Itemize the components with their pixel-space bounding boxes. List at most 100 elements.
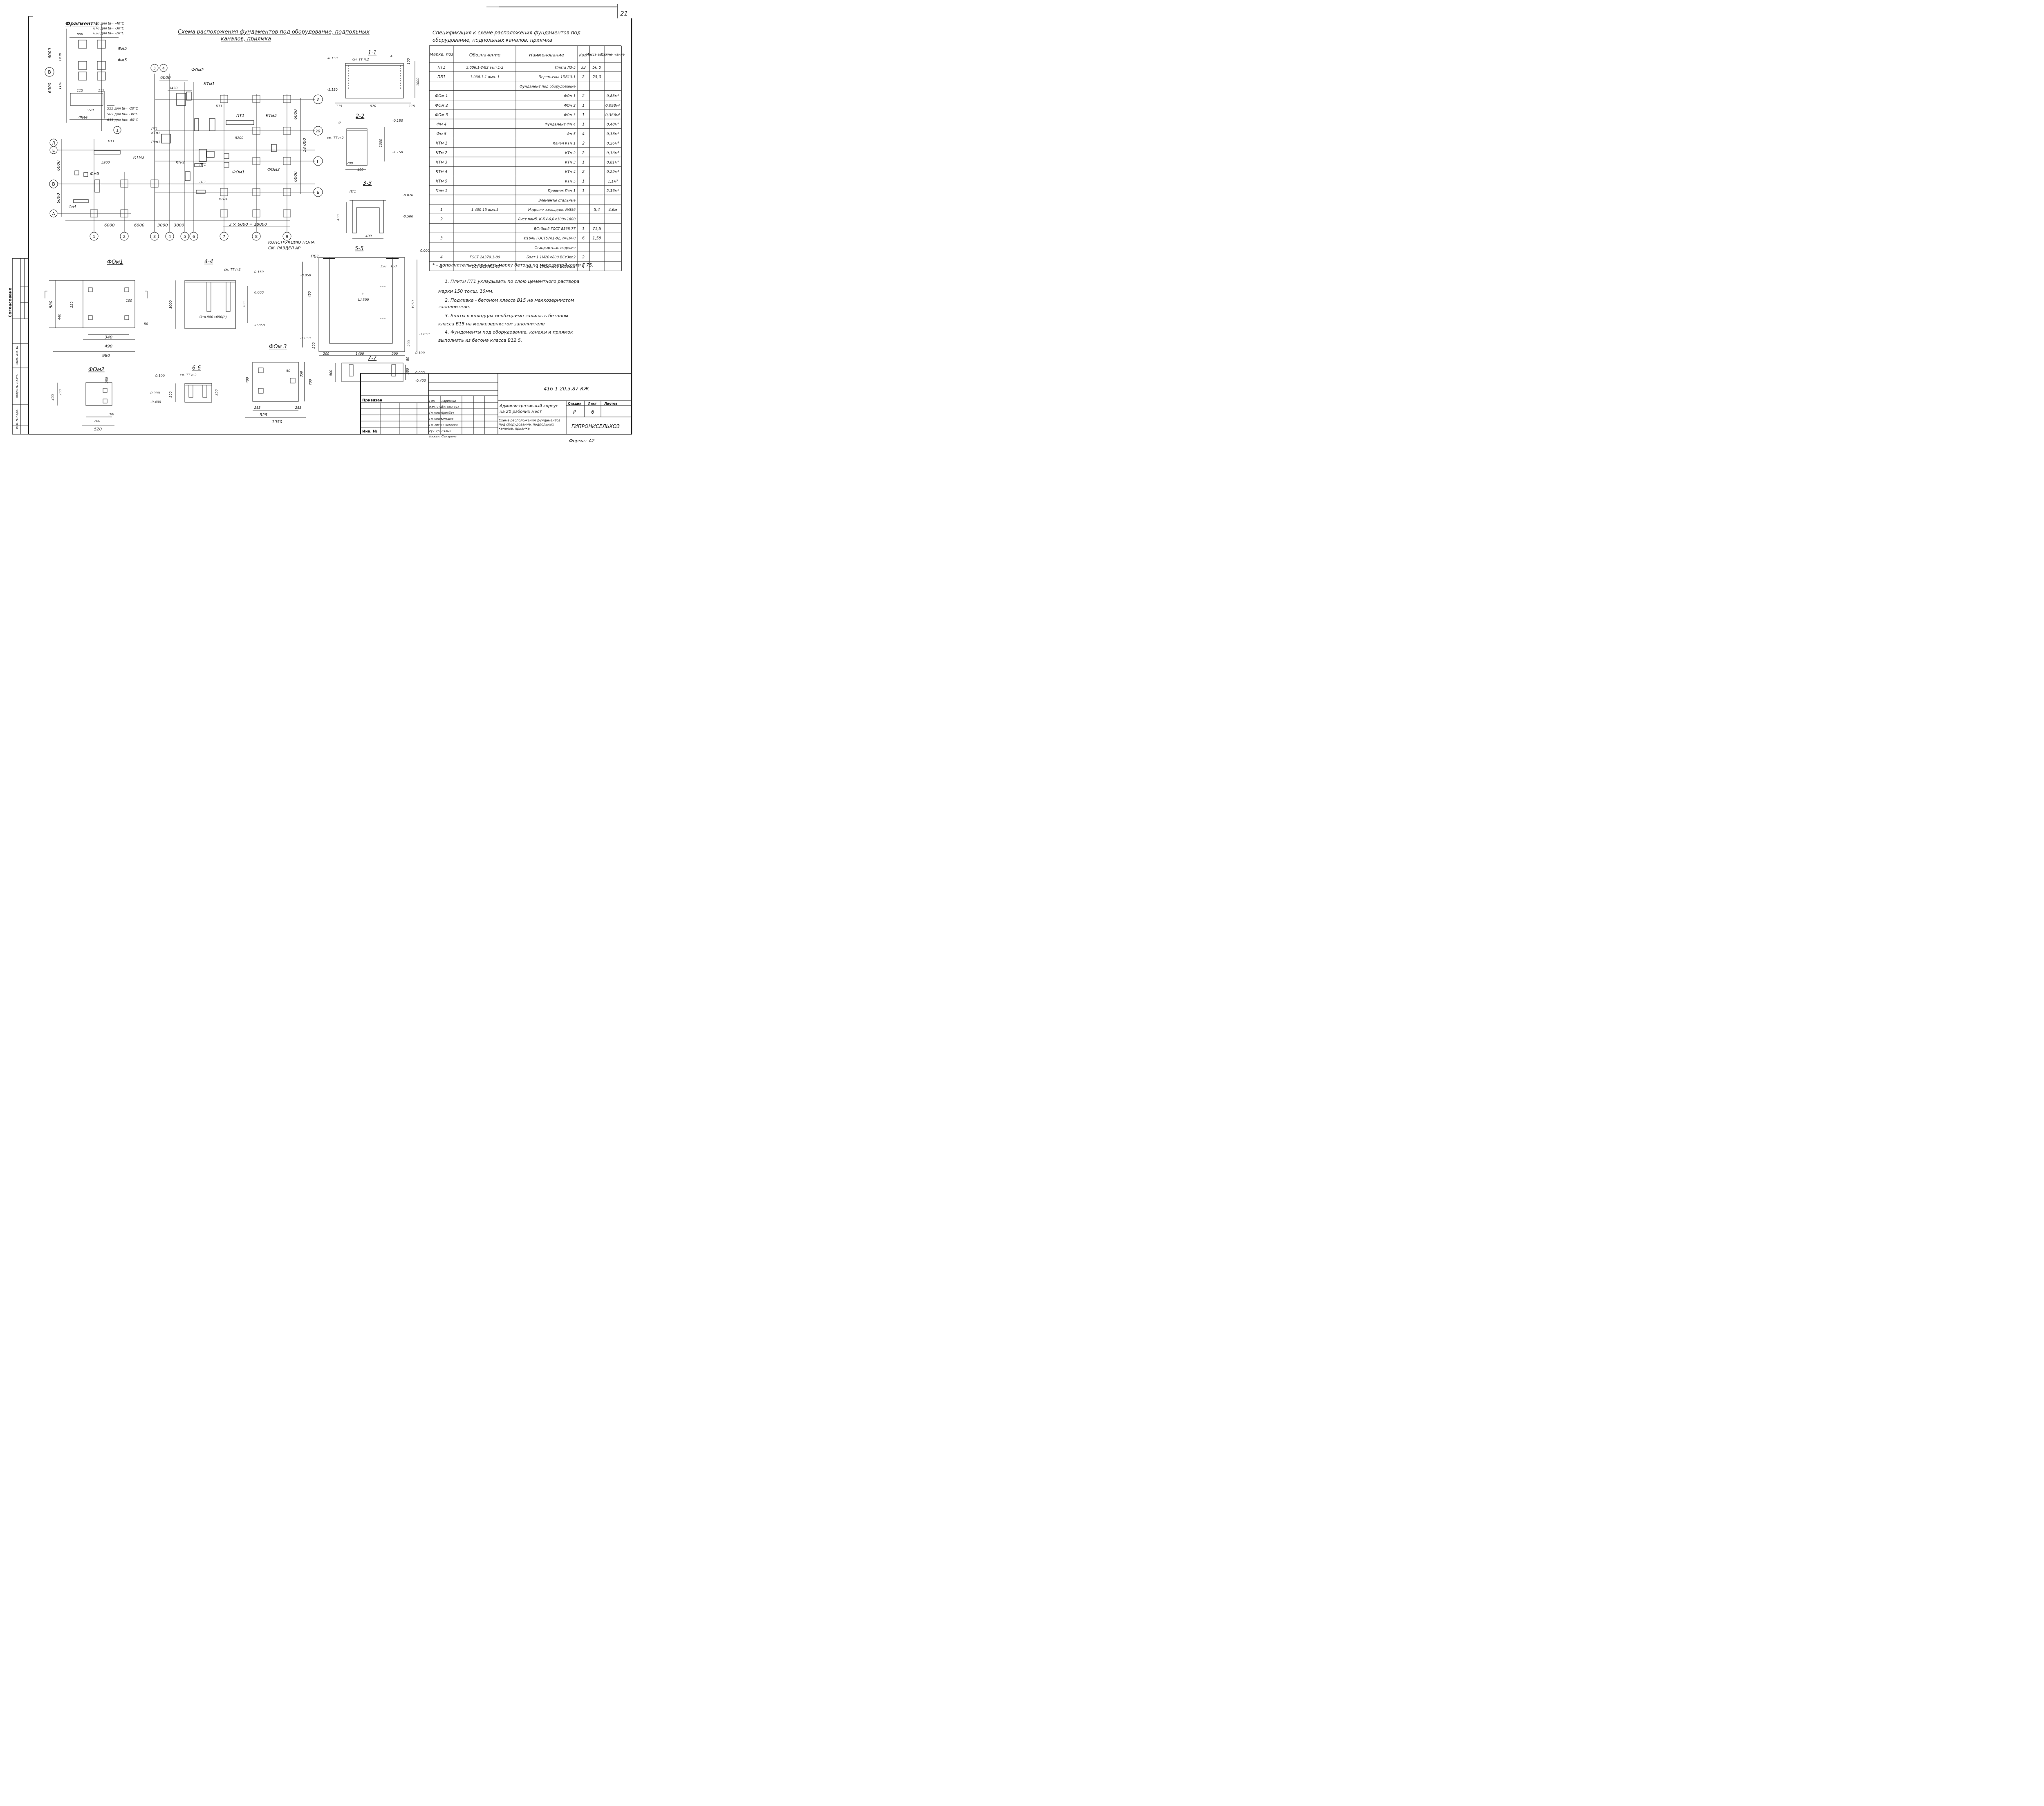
role-1: Нач. отд. <box>429 405 443 408</box>
main-title-line-1: Схема расположения фундаментов под обору… <box>178 29 370 35</box>
spec-cell-mark: 4 <box>440 255 443 260</box>
plan-axis-a: А <box>52 212 55 216</box>
fom2-dim-200: 200 <box>58 389 62 395</box>
spec-cell-note: 2,36м³ <box>607 189 619 193</box>
spec-cell-name: Болт 1.1М16×800 ВСт3кп2 <box>527 265 576 269</box>
fragment-depth-b3: 635 для tв= -40°С <box>107 118 138 122</box>
section-66-level-0: 0.100 <box>155 374 165 378</box>
plan-axis-3: 3 <box>153 235 156 239</box>
spec-title-2: оборудование, подпольных каналов, приямк… <box>433 37 552 43</box>
spec-cell-note: 4,6м <box>608 208 617 212</box>
fom1-dim-880: 880 <box>49 300 54 308</box>
plan-label-fm4: Фм4 <box>69 205 76 208</box>
section-22-level-bot: -1.150 <box>392 150 403 154</box>
section-55-label-sh: Ш 300 <box>358 298 369 302</box>
section-66-level-2: -0.400 <box>150 400 161 404</box>
spec-cell-mark: КТм 3 <box>436 160 448 165</box>
section-22-label: Б <box>338 121 341 124</box>
section-33-dim-v: 400 <box>336 214 340 220</box>
plan-dim-bottom-5: 3 × 6000 = 18000 <box>229 222 267 227</box>
plan-label-fm5: Фм5 <box>90 172 99 176</box>
section-33-label: ПТ1 <box>350 190 356 193</box>
approval-strip <box>12 258 29 435</box>
fom1-dim-50: 50 <box>144 322 148 326</box>
spec-cell-qty: 4 <box>582 264 585 269</box>
stage-value: Р <box>573 409 576 415</box>
spec-section: Спецификация к схеме расположения фундам… <box>429 30 625 271</box>
plan-axis-top-3: 3 <box>153 67 156 71</box>
spec-cell-note: 0,83м³ <box>607 94 619 99</box>
spec-cell-qty: 2 <box>582 255 585 260</box>
section-11-dim-115b: 115 <box>409 104 415 108</box>
name-0: Аврисина <box>441 399 456 403</box>
spec-title-1: Спецификация к схеме расположения фундам… <box>433 30 580 36</box>
spec-cell-qty: 1 <box>582 122 585 127</box>
section-55-label-3: 3 <box>361 292 363 296</box>
strip-label-inv: Инв. № подл. <box>16 409 19 429</box>
format-label: Формат А2 <box>569 438 595 444</box>
fom2-dim-250: 250 <box>105 377 109 383</box>
fragment-callout: 1 <box>116 128 119 133</box>
spec-cell-mark: 5 <box>440 264 443 269</box>
plan-axis-5: 5 <box>184 235 186 239</box>
plan-axis-2: 2 <box>123 235 126 239</box>
fragment-dim-970: 970 <box>87 108 94 112</box>
fragment-depth-3: 620 для tв= -20°С <box>93 31 124 35</box>
title-block <box>360 373 632 435</box>
privyazan-label: Привязан <box>362 399 382 403</box>
section-22-dim-400: 400 <box>357 168 363 172</box>
spec-cell-mark: ФОм 3 <box>435 113 448 117</box>
plan-label-pyam1: Пям1 <box>151 140 160 144</box>
fragment-label-fm4: Фм4 <box>78 115 88 120</box>
plan-label-ktm5: КТм5 <box>266 114 277 118</box>
role-0: ГИП <box>429 399 435 403</box>
fragment-dim-1930: 1930 <box>58 53 62 61</box>
spec-cell-name: КТм 2 <box>565 151 576 155</box>
spec-cell-name: Стандартные изделия <box>534 246 576 250</box>
spec-cell-qty: 1 <box>582 189 585 193</box>
section-77-title: 7-7 <box>368 355 377 361</box>
sheet-title-2: под оборудование, подпольных <box>499 423 554 426</box>
section-11-callout: 4 <box>390 54 392 58</box>
spec-cell-name: Ø16АII ГОСТ5781-82, ℓ=1000 <box>523 236 576 241</box>
fragment-dim-890: 890 <box>77 32 83 36</box>
spec-cell-qty: 33 <box>581 65 586 70</box>
section-3-3: 3-3 ПТ1 -0.070 -0.500 400 400 <box>336 180 413 239</box>
plan-axis-top-4: 4 <box>162 67 165 71</box>
section-11-note: см. ТТ п.2 <box>352 58 369 61</box>
fom1-title: ФОм1 <box>107 259 123 265</box>
section-55-label-pb1: ПБ1 <box>311 254 319 259</box>
section-55-dim-200c: 200 <box>407 340 411 346</box>
plan-dim-top-3: 5200 <box>235 136 243 140</box>
spec-cell-designation: ГОСТ 24379.1-80 <box>470 265 500 269</box>
fom3-dim-400: 400 <box>246 377 249 383</box>
section-44-note: см. ТТ п.2 <box>224 268 241 271</box>
section-44-hole: Отв.980×650(h) <box>199 315 227 319</box>
strip-label-sign: Подпись и дата <box>16 374 19 398</box>
section-5-5: КОНСТРУКЦИЮ ПОЛА СМ. РАЗДЕЛ АР 5-5 ПБ1 3… <box>268 240 430 356</box>
strip-label-replace: Взам. инв. № <box>16 346 19 365</box>
plan-dim-bottom-1: 6000 <box>104 223 114 228</box>
section-22-level-top: -0.150 <box>392 119 403 123</box>
fragment-label-fm5a: Фм5 <box>118 47 127 51</box>
fragment-label-fm5b: Фм5 <box>118 58 127 63</box>
spec-cell-mark: ФОм 1 <box>435 94 448 99</box>
fom2-dim-520: 520 <box>94 427 102 432</box>
spec-cell-mark: 3 <box>440 236 443 241</box>
plan-label-fom1: ФОм1 <box>232 170 244 175</box>
section-55-level-2: -2.050 <box>300 336 311 340</box>
fom3-dim-350: 350 <box>300 371 303 377</box>
plan-label-pt1b: ПТ1 <box>236 114 244 118</box>
note-line-8: выполнять из бетона класса В12,5. <box>438 338 522 343</box>
note-line-6: класса В15 на мелкозернистом заполнителе <box>438 321 545 327</box>
spec-cell-mark: ПБ1 <box>437 75 446 79</box>
role-3: Гл.конст. <box>429 417 443 421</box>
plan-dim-left-1: 6000 <box>56 160 61 170</box>
organization: ГИПРОНИСЕЛЬХОЗ <box>572 423 620 429</box>
spec-cell-note: 0,81м³ <box>607 161 619 165</box>
spec-cell-qty: 1 <box>582 226 585 231</box>
spec-cell-mass: 71,5 <box>592 226 601 231</box>
section-22-note: см. ТТ п.2 <box>327 136 344 140</box>
fragment-depth-b1: 555 для tв= -20°С <box>107 107 138 110</box>
section-44-level-mid: 0.000 <box>254 291 264 294</box>
